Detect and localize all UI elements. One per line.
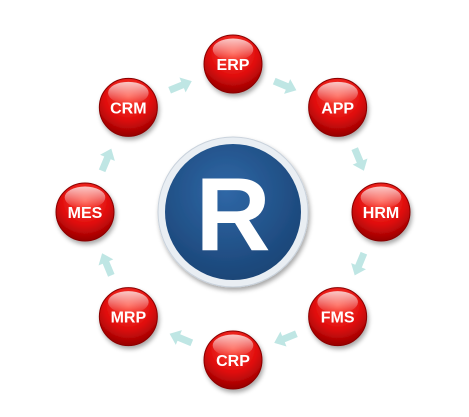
node-app-label: APP (321, 100, 354, 117)
node-crm-label: CRM (110, 100, 146, 117)
node-erp-highlight (212, 38, 254, 61)
node-crp-highlight (212, 334, 254, 357)
node-crp-label: CRP (216, 353, 250, 370)
node-app-highlight (317, 81, 358, 104)
node-mrp-label: MRP (111, 310, 147, 327)
node-hrm: HRM (351, 182, 411, 242)
arrow-crp-to-mrp (169, 330, 194, 347)
flow-arrows (98, 77, 368, 347)
node-crm-highlight (108, 81, 149, 104)
node-mrp-highlight (108, 291, 149, 314)
node-fms: FMS (308, 287, 368, 347)
arrow-mes-to-crm (98, 148, 115, 173)
arrow-app-to-hrm (351, 147, 368, 171)
node-mes: MES (55, 182, 115, 242)
center-logo-disc (165, 144, 301, 280)
center-logo: R (157, 136, 309, 288)
arrow-crm-to-erp (168, 77, 192, 94)
center-logo-letter: R (195, 157, 270, 273)
module-nodes: ERP APP HRM FMS CRP MRP MES CRM (55, 34, 411, 390)
node-erp: ERP (203, 34, 263, 94)
node-hrm-label: HRM (363, 205, 399, 222)
node-fms-label: FMS (321, 310, 355, 327)
node-crm: CRM (98, 77, 158, 137)
node-fms-highlight (317, 291, 358, 314)
node-mrp: MRP (98, 287, 158, 347)
node-erp-label: ERP (217, 57, 250, 74)
arrow-mrp-to-mes (98, 253, 115, 277)
arrow-hrm-to-fms (351, 251, 368, 276)
arrow-erp-to-app (272, 77, 297, 94)
node-mes-highlight (64, 186, 106, 209)
node-mes-label: MES (68, 205, 103, 222)
node-app: APP (308, 77, 368, 137)
arrow-fms-to-crp (274, 330, 298, 347)
node-hrm-highlight (360, 186, 402, 209)
node-crp: CRP (203, 330, 263, 390)
